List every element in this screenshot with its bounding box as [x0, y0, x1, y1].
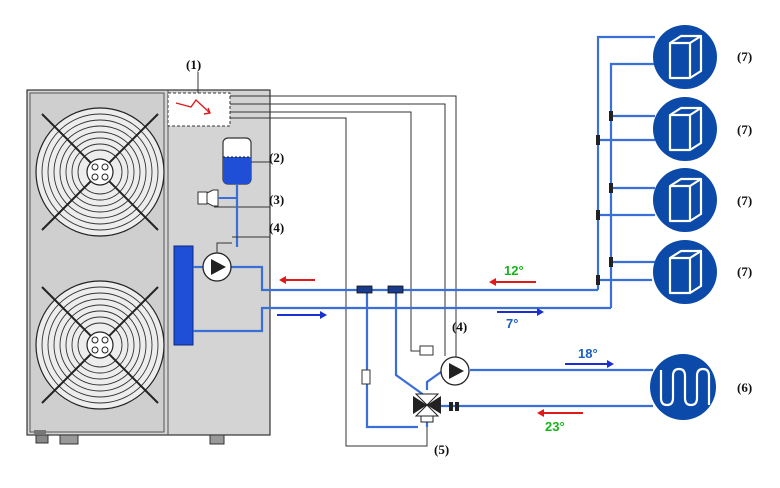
pump-icon	[202, 242, 232, 282]
label-valve: (3)	[269, 192, 284, 207]
fan-coil-icon	[651, 166, 719, 234]
label-expansion-tank: (2)	[269, 150, 284, 165]
fancoil-piping	[596, 35, 655, 308]
label-pump-external: (4)	[452, 319, 467, 334]
temp-floor-supply: 18°	[578, 346, 598, 361]
fan-coil-icon	[651, 23, 719, 91]
temp-fancoil-return: 12°	[504, 263, 524, 278]
fan-coil-icon	[651, 238, 719, 306]
label-fan-coil: (7)	[737, 49, 752, 64]
flow-arrows	[277, 276, 614, 417]
floor-circuit-piping	[365, 290, 653, 429]
label-fan-coil: (7)	[737, 193, 752, 208]
label-floor-heating: (6)	[737, 380, 752, 395]
label-controller: (1)	[186, 57, 201, 72]
safety-valve	[197, 189, 270, 208]
temp-floor-return: 23°	[545, 419, 565, 434]
control-wires	[230, 95, 457, 447]
label-three-way-valve: (5)	[434, 442, 449, 457]
pump-icon	[440, 356, 470, 386]
label-fan-coil: (7)	[737, 264, 752, 279]
heat-exchanger	[173, 245, 194, 346]
three-way-valve	[413, 393, 441, 423]
fan-coil-icon	[651, 95, 719, 163]
controller-box	[167, 92, 231, 127]
fan-icon	[35, 107, 165, 237]
pipe-tees	[356, 285, 459, 411]
fan-icon	[35, 280, 165, 410]
temp-fancoil-supply: 7°	[506, 316, 518, 331]
floor-heating-icon	[650, 354, 716, 420]
label-fan-coil: (7)	[737, 122, 752, 137]
label-pump-unit: (4)	[269, 220, 284, 235]
